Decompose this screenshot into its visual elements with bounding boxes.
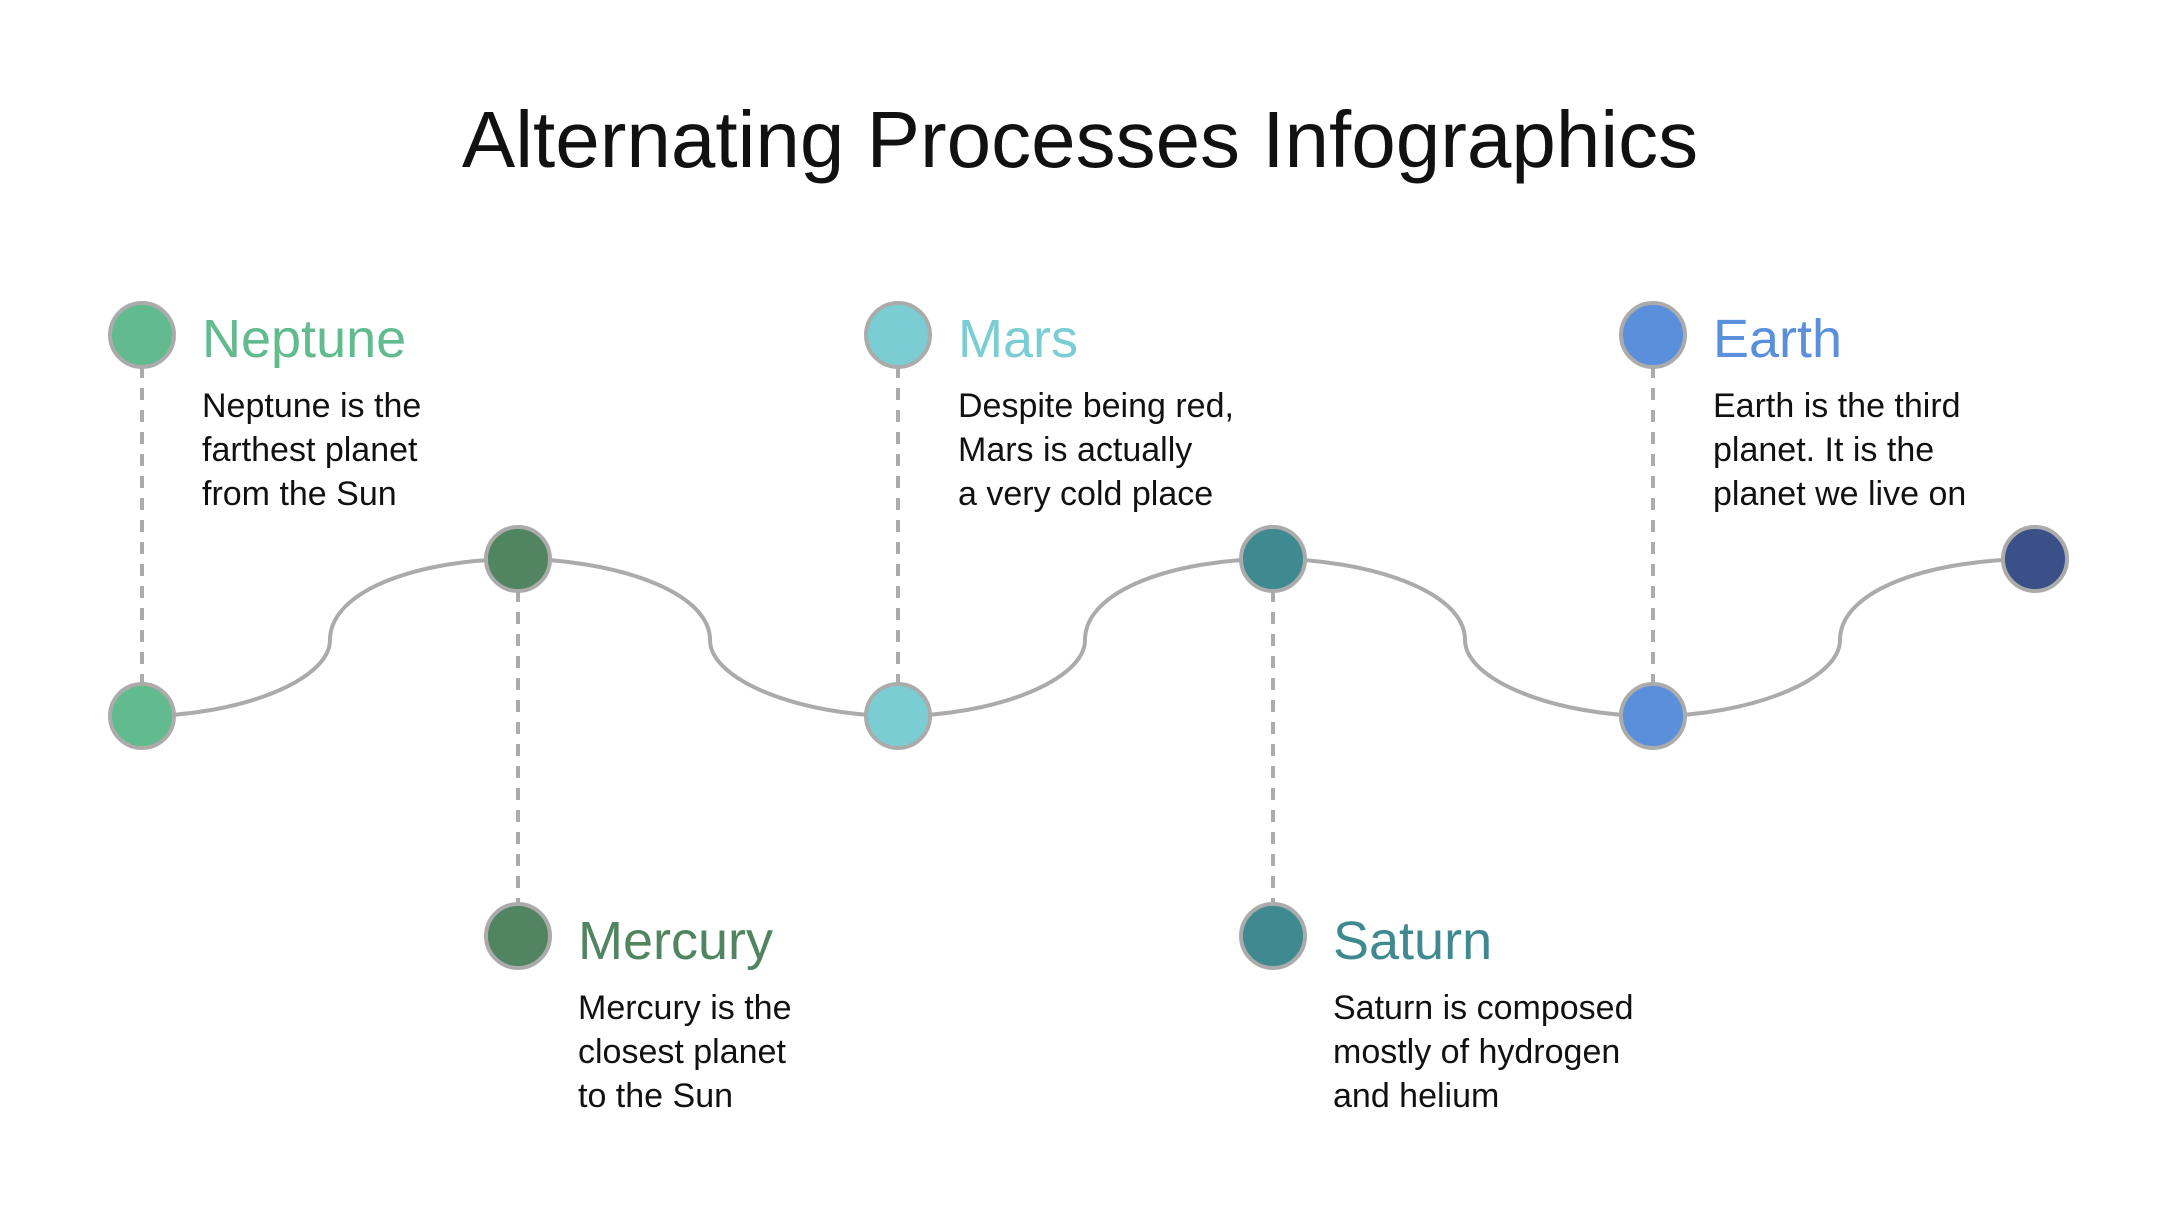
step-heading-mercury: Mercury: [578, 911, 774, 971]
wave-connector: [141, 556, 2036, 719]
description-line: planet we live on: [1713, 475, 1967, 513]
description-line: Despite being red,: [958, 387, 1234, 425]
description-line: Neptune is the: [202, 387, 422, 425]
step-heading-mars: Mars: [958, 309, 1078, 369]
step-description-saturn: Saturn is composed mostly of hydrogen an…: [1333, 986, 1634, 1118]
step-heading-saturn: Saturn: [1333, 911, 1493, 971]
mercury-path-node: [484, 525, 552, 593]
step-description-mars: Despite being red, Mars is actually a ve…: [958, 384, 1234, 516]
description-line: Saturn is composed: [1333, 989, 1634, 1027]
page-title: Alternating Processes Infographics: [461, 95, 1699, 184]
description-line: to the Sun: [578, 1077, 734, 1115]
earth-label-node: [1619, 301, 1687, 369]
description-line: Mars is actually: [958, 431, 1193, 469]
saturn-path-node: [1239, 525, 1307, 593]
description-line: mostly of hydrogen: [1333, 1033, 1621, 1071]
description-line: farthest planet: [202, 431, 418, 469]
description-line: planet. It is the: [1713, 431, 1935, 469]
end-node: [2001, 525, 2069, 593]
description-line: Mercury is the: [578, 989, 792, 1027]
description-line: a very cold place: [958, 475, 1214, 513]
saturn-label-node: [1239, 902, 1307, 970]
mars-label-node: [864, 301, 932, 369]
neptune-path-node: [108, 682, 176, 750]
step-heading-neptune: Neptune: [202, 309, 407, 369]
description-line: closest planet: [578, 1033, 786, 1071]
mars-path-node: [864, 682, 932, 750]
description-line: from the Sun: [202, 475, 397, 513]
step-description-earth: Earth is the third planet. It is the pla…: [1713, 384, 1966, 516]
step-heading-earth: Earth: [1713, 309, 1843, 369]
description-line: and helium: [1333, 1077, 1500, 1115]
neptune-label-node: [108, 301, 176, 369]
step-description-neptune: Neptune is the farthest planet from the …: [202, 384, 421, 516]
mercury-label-node: [484, 902, 552, 970]
earth-path-node: [1619, 682, 1687, 750]
step-description-mercury: Mercury is the closest planet to the Sun: [578, 986, 792, 1118]
description-line: Earth is the third: [1713, 387, 1961, 425]
